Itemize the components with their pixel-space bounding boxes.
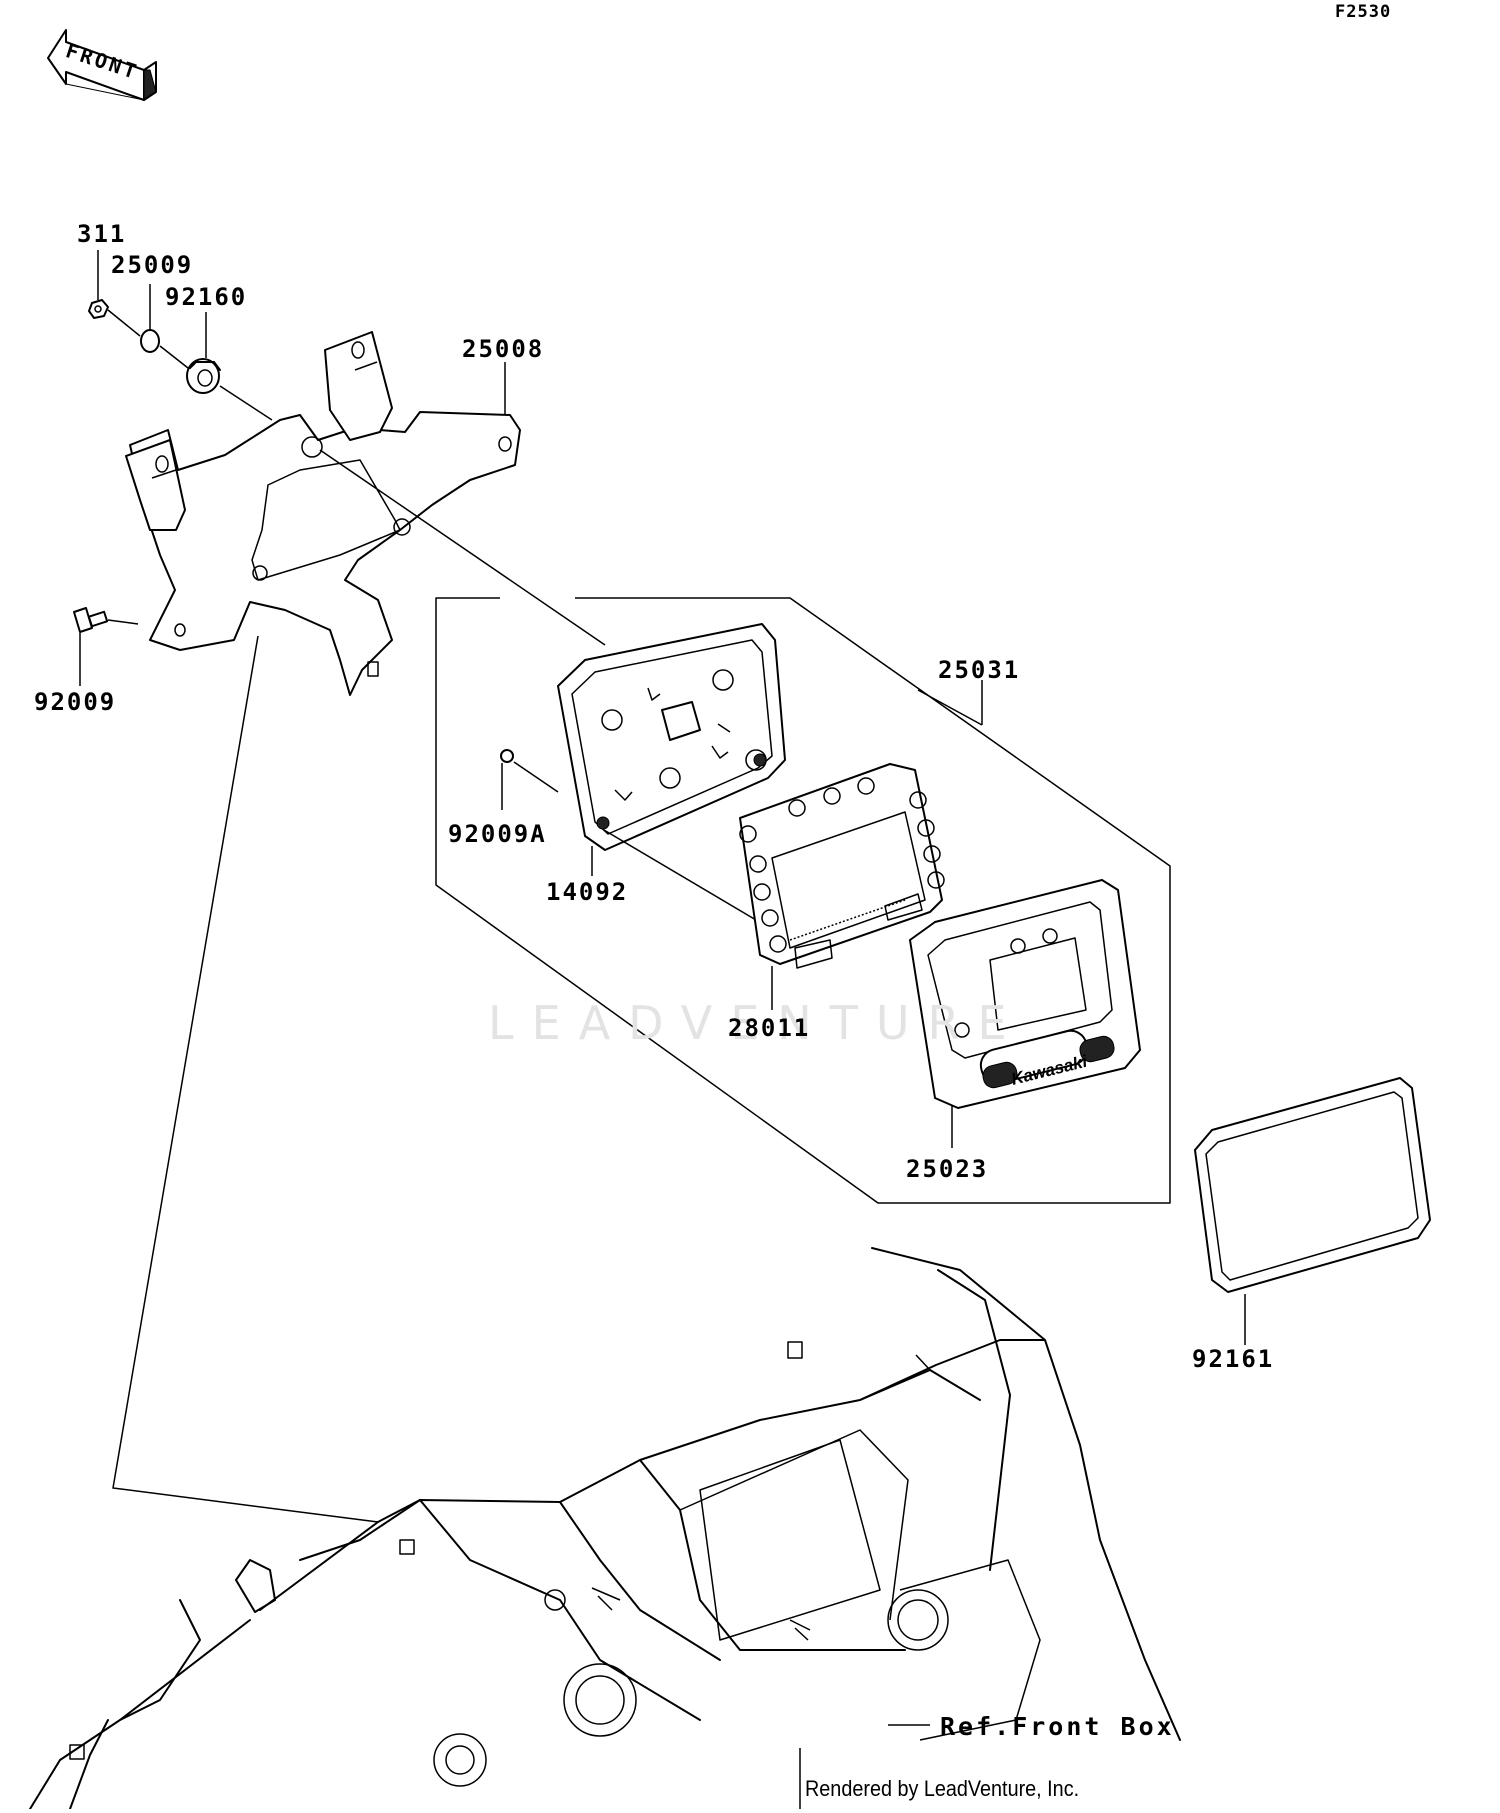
meter-unit-28011 [739, 763, 945, 969]
render-credit: Rendered by LeadVenture, Inc. [805, 1776, 1080, 1801]
reference-label: Ref.Front Box [940, 1712, 1175, 1741]
part-label-25023: 25023 [906, 1155, 989, 1183]
part-label-92009: 92009 [34, 688, 117, 716]
front-arrow-icon: FRONT [47, 29, 157, 101]
part-label-311: 311 [77, 220, 127, 248]
meter-cover-25023: Kawasaki [909, 879, 1141, 1109]
part-label-92009A: 92009A [448, 820, 547, 848]
figure-code: F2530 [1335, 2, 1392, 22]
nut-311 [88, 299, 109, 319]
screw-92009A [500, 749, 514, 763]
meter-bracket-25008 [125, 331, 521, 696]
front-box-body [29, 1247, 1181, 1810]
grommet-92160 [186, 358, 221, 394]
part-label-92161: 92161 [1192, 1345, 1275, 1373]
part-label-25008: 25008 [462, 335, 545, 363]
part-label-14092: 14092 [546, 878, 629, 906]
part-label-92160: 92160 [165, 283, 248, 311]
part-label-25009: 25009 [111, 251, 194, 279]
part-label-28011: 28011 [728, 1014, 811, 1042]
seal-92161 [1194, 1077, 1431, 1293]
washer-25009 [140, 329, 160, 353]
part-label-25031: 25031 [938, 656, 1021, 684]
meter-case-14092 [557, 623, 786, 851]
bolt-92009 [73, 607, 109, 633]
watermark-text: LEADVENTURE [488, 996, 1025, 1050]
